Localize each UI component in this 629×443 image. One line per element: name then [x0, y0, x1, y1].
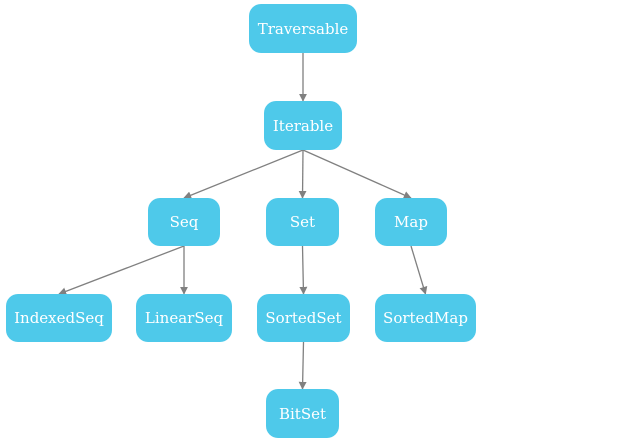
- node-traversable: Traversable: [249, 4, 357, 53]
- edge-sortedset-to-bitset: [298, 341, 307, 390]
- node-iterable: Iterable: [264, 101, 342, 150]
- node-linearseq: LinearSeq: [136, 294, 232, 342]
- node-sortedset: SortedSet: [257, 294, 350, 342]
- node-map: Map: [375, 198, 447, 246]
- edge-iterable-to-map: [302, 149, 412, 199]
- node-bitset: BitSet: [266, 389, 339, 438]
- node-indexedseq: IndexedSeq: [6, 294, 112, 342]
- node-sortedmap: SortedMap: [375, 294, 476, 342]
- edge-set-to-sortedset: [299, 245, 308, 295]
- edge-seq-to-indexedseq: [58, 245, 185, 296]
- node-set: Set: [266, 198, 339, 246]
- node-seq: Seq: [148, 198, 220, 246]
- edge-map-to-sortedmap: [410, 245, 428, 295]
- edge-iterable-to-set: [298, 149, 307, 199]
- edge-iterable-to-seq: [183, 149, 304, 200]
